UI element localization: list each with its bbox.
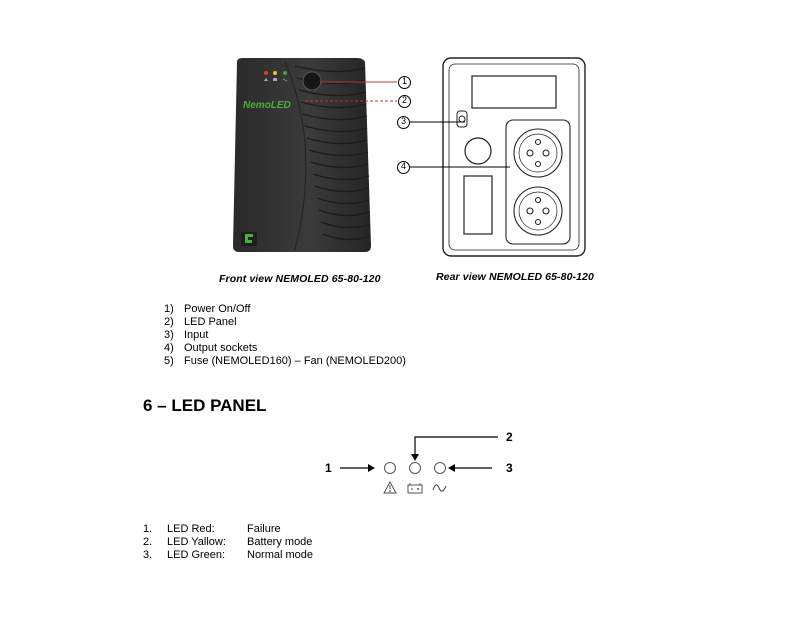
front-led-red: [264, 71, 268, 75]
list-item-text: Power On/Off: [184, 303, 251, 315]
callout-2-label: 2: [402, 95, 408, 105]
callout-3-marker: [397, 116, 410, 129]
rear-input-connector: [456, 110, 468, 128]
brand-logo: NemoLED: [243, 100, 291, 111]
rear-callout-lines: [410, 121, 510, 168]
led-meaning: Failure: [247, 523, 281, 535]
callout-1-marker: [398, 76, 411, 89]
ac-wave-icon: [432, 484, 447, 492]
list-item: 5) Fuse (NEMOLED160) – Fan (NEMOLED200): [164, 355, 406, 368]
led-meaning: Battery mode: [247, 536, 313, 548]
front-callout-lines: [305, 81, 397, 102]
rear-output-sockets: [505, 119, 571, 245]
parts-list: 1) Power On/Off 2) LED Panel 3) Input 4) Out…: [164, 303, 406, 368]
list-item-number: 3): [164, 329, 174, 341]
led-red-indicator: [384, 462, 396, 474]
list-item: 3. LED Green: Normal mode: [143, 549, 313, 562]
led-name: LED Green:: [167, 549, 226, 561]
list-item-number: 4): [164, 342, 174, 354]
callout-1-label: 1: [402, 76, 408, 86]
callout-2-marker: [398, 95, 411, 108]
callout-3-label: 3: [401, 116, 407, 126]
front-view-caption: Front view NEMOLED 65-80-120: [219, 273, 381, 285]
led-green-indicator: [434, 462, 446, 474]
list-item: 1. LED Red: Failure: [143, 523, 313, 536]
list-item-text: Input: [184, 329, 209, 341]
list-item: 4) Output sockets: [164, 342, 406, 355]
battery-icon: [407, 483, 423, 494]
led-label-2: 2: [506, 430, 513, 444]
front-ups-body: [233, 58, 371, 252]
led-name: LED Yallow:: [167, 536, 226, 548]
front-power-button: [302, 71, 322, 91]
led-meaning-list: 1. LED Red: Failure 2. LED Yallow: Batte…: [143, 523, 313, 562]
warning-icon: [383, 481, 397, 494]
rear-view-caption: Rear view NEMOLED 65-80-120: [436, 271, 594, 283]
list-item: 3) Input: [164, 329, 406, 342]
list-item: 2) LED Panel: [164, 316, 406, 329]
led-panel-diagram: [340, 436, 498, 494]
front-view-figure: NemoLED: [233, 58, 371, 252]
led-label-3: 3: [506, 461, 513, 475]
led-label-1: 1: [325, 461, 332, 475]
led-meaning: Normal mode: [247, 549, 314, 561]
list-item-number: 1): [164, 303, 174, 315]
list-item-number: 3.: [143, 549, 153, 561]
list-item: 2. LED Yallow: Battery mode: [143, 536, 313, 549]
list-item-text: Output sockets: [184, 342, 258, 354]
front-badge-icon: [241, 232, 257, 246]
callout-4-marker: [397, 161, 410, 174]
front-led-yellow: [273, 71, 277, 75]
list-item-number: 5): [164, 355, 174, 367]
list-item-number: 1.: [143, 523, 153, 535]
list-item-text: LED Panel: [184, 316, 237, 328]
list-item-number: 2): [164, 316, 174, 328]
led-name: LED Red:: [167, 523, 215, 535]
led-yellow-indicator: [409, 462, 421, 474]
section-heading: 6 – LED PANEL: [143, 396, 267, 415]
list-item-text: Fuse (NEMOLED160) – Fan (NEMOLED200): [184, 355, 406, 367]
list-item-number: 2.: [143, 536, 153, 548]
front-led-green: [283, 71, 287, 75]
callout-4-label: 4: [401, 161, 407, 171]
rear-view-figure: [442, 57, 586, 257]
list-item: 1) Power On/Off: [164, 303, 406, 316]
